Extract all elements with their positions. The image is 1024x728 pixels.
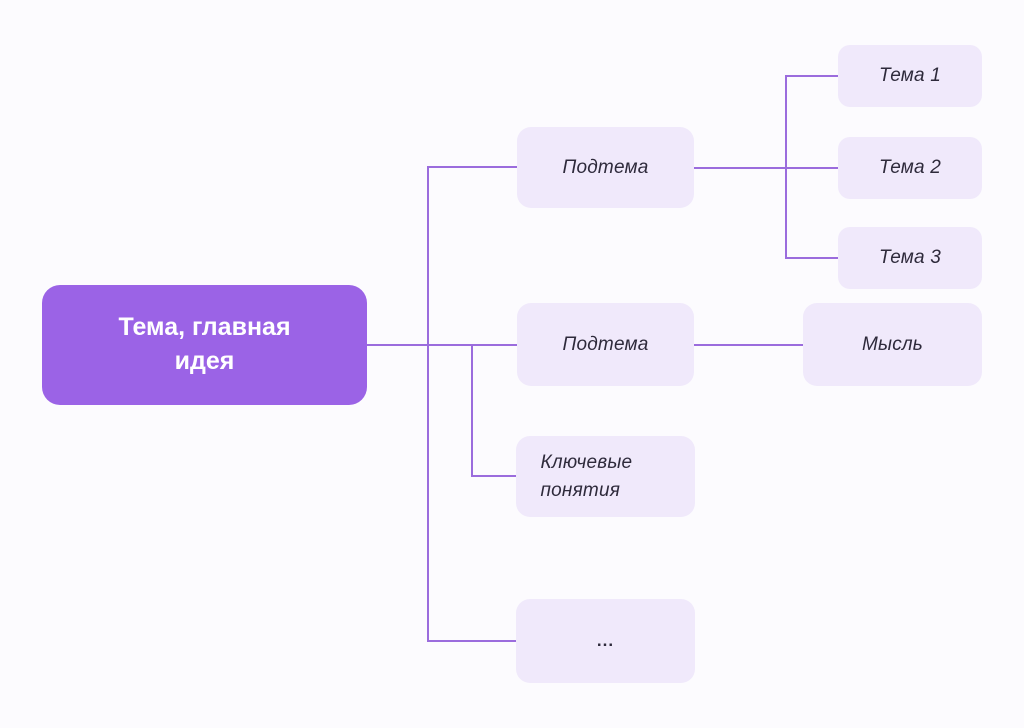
connector-subtopic-to-branch [694,167,785,169]
subtopic-middle-label: Подтема [562,333,649,355]
topic-2-label: Тема 2 [879,157,941,178]
subtopic-node-middle: Подтема [517,303,694,386]
subtopic-top-label: Подтема [562,156,649,178]
topic-1-node: Тема 1 [838,45,982,107]
root-node-label: Тема, главная идея [118,313,291,375]
thought-label: Мысль [861,333,923,355]
connector-root-to-trunk [367,344,517,346]
topic-2-node: Тема 2 [838,137,982,199]
connector-to-key-concepts [471,475,516,477]
topic-3-label: Тема 3 [879,247,941,268]
ellipsis-label: ... [596,631,615,650]
connector-secondary-vertical [471,345,473,477]
topic-3-node: Тема 3 [838,227,982,289]
ellipsis-node: ... [516,599,695,683]
connector-to-topic-2 [785,167,838,169]
key-concepts-label: Ключевые понятия [540,451,633,501]
connector-to-ellipsis [427,640,516,642]
connector-trunk-vertical [427,166,429,642]
connector-subtopic-to-thought [694,344,803,346]
thought-node: Мысль [803,303,982,386]
topic-1-label: Тема 1 [879,65,941,86]
connector-to-topic-1 [785,75,838,77]
root-node: Тема, главная идея [42,285,367,405]
connector-trunk-to-subtopic-top [427,166,517,168]
connector-to-topic-3 [785,257,838,259]
subtopic-node-top: Подтема [517,127,694,208]
key-concepts-node: Ключевые понятия [516,436,695,517]
